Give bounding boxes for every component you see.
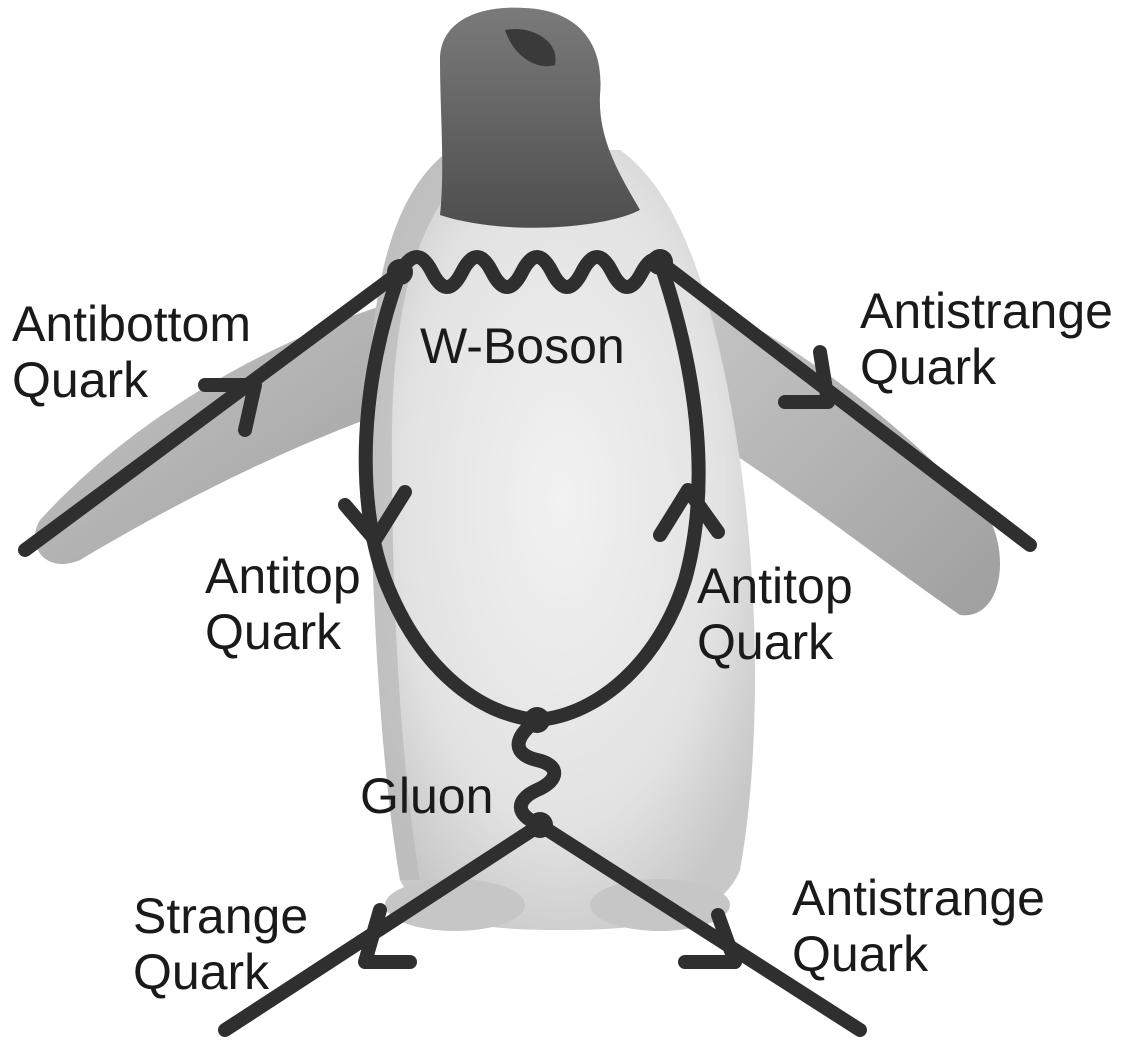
antitop-left-label-line1: Antitop bbox=[205, 548, 361, 604]
antitop-right-label-line1: Antitop bbox=[697, 558, 853, 614]
antistrange-upper-label-line1: Antistrange bbox=[860, 283, 1113, 339]
antistrange-lower-label: Antistrange Quark bbox=[792, 870, 1045, 982]
antistrange-lower-label-line1: Antistrange bbox=[792, 870, 1045, 926]
antistrange-upper-label-line2: Quark bbox=[860, 339, 1113, 395]
antibottom-label-line1: Antibottom bbox=[12, 296, 251, 352]
vertex-bottom bbox=[527, 812, 553, 838]
penguin-image bbox=[35, 8, 1000, 931]
vertex-right bbox=[647, 249, 673, 275]
antitop-right-label: Antitop Quark bbox=[697, 558, 853, 670]
antistrange-upper-label: Antistrange Quark bbox=[860, 283, 1113, 395]
w-boson-label: W-Boson bbox=[420, 318, 625, 374]
antibottom-quark-label: Antibottom Quark bbox=[12, 296, 251, 408]
antitop-left-label-line2: Quark bbox=[205, 604, 361, 660]
antitop-right-label-line2: Quark bbox=[697, 614, 853, 670]
strange-label-line1: Strange bbox=[133, 888, 308, 944]
vertex-left bbox=[387, 259, 413, 285]
vertex-bottom-loop bbox=[524, 707, 550, 733]
antistrange-lower-label-line2: Quark bbox=[792, 926, 1045, 982]
strange-label-line2: Quark bbox=[133, 944, 308, 1000]
strange-quark-label: Strange Quark bbox=[133, 888, 308, 1000]
gluon-label-line1: Gluon bbox=[360, 768, 493, 824]
gluon-label: Gluon bbox=[360, 768, 493, 824]
antitop-left-label: Antitop Quark bbox=[205, 548, 361, 660]
w-boson-label-line1: W-Boson bbox=[420, 318, 625, 374]
antibottom-label-line2: Quark bbox=[12, 352, 251, 408]
